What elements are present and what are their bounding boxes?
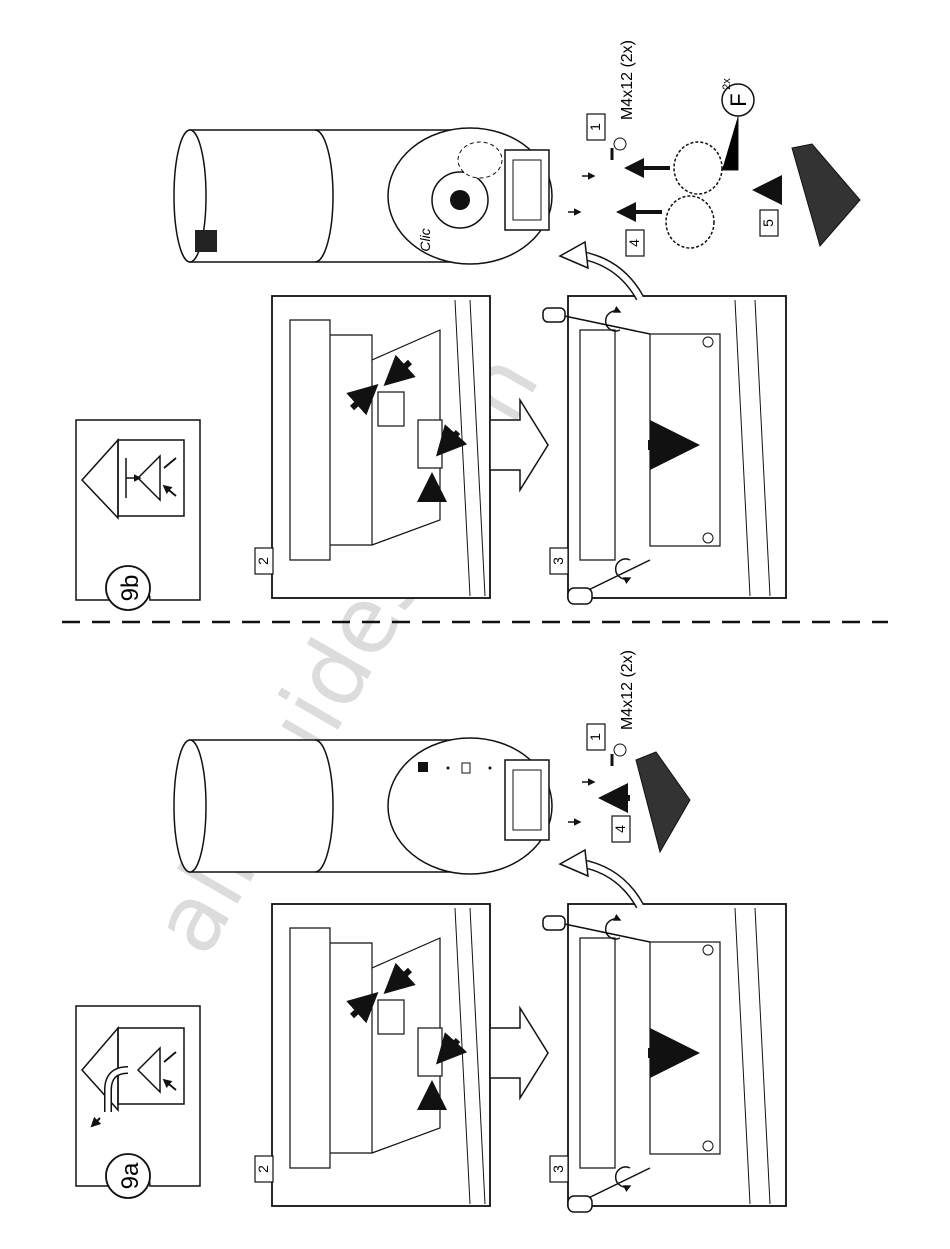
step-2-panel: 2 xyxy=(255,904,490,1206)
screw-icon xyxy=(612,744,626,766)
step-number: 3 xyxy=(550,557,566,565)
cylinder-hood: Clic xyxy=(174,128,594,264)
carbon-filter xyxy=(636,752,690,852)
step-number: 4 xyxy=(612,825,628,833)
badge-label: 9a xyxy=(117,1162,144,1189)
cylinder-hood xyxy=(174,738,594,874)
carbon-filter xyxy=(792,144,860,246)
section-badge-9a: 9a xyxy=(106,1154,150,1198)
step-number: 1 xyxy=(587,123,603,131)
screw-spec-label: M4x12 (2x) xyxy=(619,650,636,730)
section-badge-9b: 9b xyxy=(106,566,150,610)
section-9b: 9b 2 xyxy=(76,40,860,610)
step-number: 1 xyxy=(587,733,603,741)
curved-arrow xyxy=(560,242,588,268)
badge-label: 9b xyxy=(117,575,144,602)
filter-ring xyxy=(666,196,714,248)
filter-ring xyxy=(674,142,722,194)
step-number: 2 xyxy=(255,1165,271,1173)
step-number: 2 xyxy=(255,557,271,565)
step-number: 3 xyxy=(550,1165,566,1173)
panel-transition-arrow xyxy=(490,1008,548,1098)
screw-icon xyxy=(612,138,626,160)
filter-quantity: 2x xyxy=(721,78,733,90)
step-number: 4 xyxy=(626,239,642,247)
step-2-panel: 2 xyxy=(255,296,490,598)
filter-label: F xyxy=(726,93,751,106)
step-3-panel: 3 xyxy=(543,904,786,1212)
step-number: 5 xyxy=(760,219,776,227)
curved-arrow xyxy=(560,850,588,876)
clic-label: Clic xyxy=(417,228,433,251)
screw-spec-label: M4x12 (2x) xyxy=(619,40,636,120)
step-3-panel: 3 xyxy=(543,296,786,604)
